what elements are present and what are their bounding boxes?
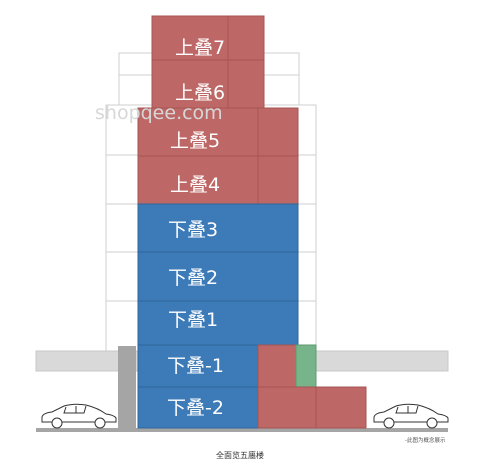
basement-red-block-lower-right — [315, 386, 367, 429]
floor-label-lower-minus2: 下叠-2 — [167, 397, 224, 419]
concept-note: -此图为概念展示 — [405, 436, 446, 444]
floor-block-lower-2 — [137, 251, 299, 302]
floor-label-upper-5: 上叠5 — [170, 130, 220, 152]
watermark: shopqee.com — [95, 102, 223, 124]
floor-label-upper-6: 上叠6 — [175, 82, 225, 104]
floor-block-upper-7 — [151, 15, 265, 61]
floor-block-upper-4 — [137, 155, 299, 205]
floor-block-lower-minus2 — [137, 386, 259, 429]
car-icon — [41, 403, 117, 429]
ground-line — [36, 428, 448, 432]
basement-wall — [118, 346, 136, 428]
floor-label-lower-3: 下叠3 — [168, 219, 218, 241]
floor-label-upper-4: 上叠4 — [170, 174, 220, 196]
basement-red-block-upper — [257, 344, 297, 388]
floor-label-lower-2: 下叠2 — [168, 267, 218, 289]
diagram-caption: 全面览五廛楼 — [216, 450, 264, 460]
green-block — [295, 344, 317, 388]
floor-block-upper-5 — [137, 107, 299, 157]
basement-red-block-lower-left — [257, 386, 317, 429]
floor-block-lower-1 — [137, 300, 299, 346]
floor-label-lower-minus1: 下叠-1 — [167, 355, 224, 377]
floor-block-upper-6 — [151, 59, 265, 109]
floor-label-upper-7: 上叠7 — [175, 37, 225, 59]
floor-label-lower-1: 下叠1 — [168, 309, 218, 331]
floor-block-lower-minus1 — [137, 344, 259, 388]
upper-stack — [137, 15, 299, 205]
floor-block-lower-3 — [137, 203, 299, 253]
car-icon — [373, 403, 449, 429]
lower-stack — [137, 203, 299, 429]
floor-labels: 上叠7 上叠6 上叠5 上叠4 下叠3 下叠2 下叠1 下叠-1 下叠-2 — [167, 37, 225, 419]
